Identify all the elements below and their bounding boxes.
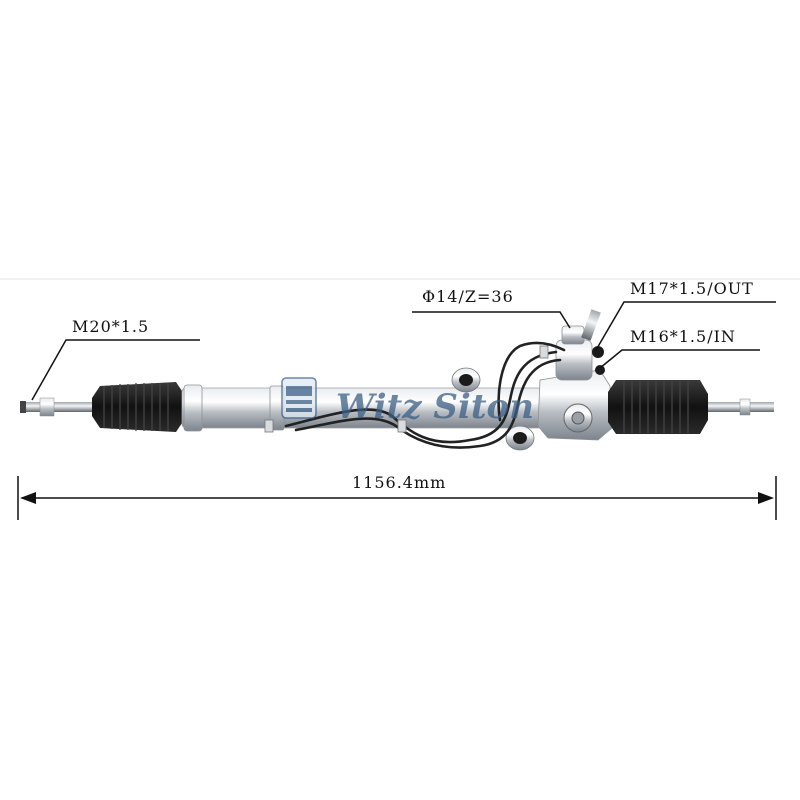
left-rod-tip bbox=[20, 401, 26, 413]
label-in-port: M16*1.5/IN bbox=[630, 327, 736, 346]
steering-rack bbox=[20, 309, 774, 451]
right-boot bbox=[608, 380, 708, 434]
tube-collar-left bbox=[183, 384, 203, 432]
label-pinion: Φ14/Z=36 bbox=[422, 287, 514, 306]
callout-left-thread: M20*1.5 bbox=[31, 317, 200, 401]
watermark: Witz Siton bbox=[281, 377, 534, 427]
arrow-left-icon bbox=[20, 492, 36, 504]
in-port-fitting bbox=[595, 365, 605, 375]
out-port-fitting bbox=[592, 346, 604, 358]
watermark-logo bbox=[281, 377, 317, 419]
label-left-thread: M20*1.5 bbox=[72, 317, 149, 336]
callout-out-port: M17*1.5/OUT bbox=[595, 279, 776, 351]
left-boot bbox=[92, 382, 184, 432]
hydraulic-pipes bbox=[284, 341, 566, 449]
dimension-line: 1156.4mm bbox=[17, 473, 777, 520]
callout-pinion: Φ14/Z=36 bbox=[412, 287, 571, 329]
photo-band bbox=[0, 278, 800, 280]
left-thread-nut bbox=[39, 397, 55, 417]
callout-in-port: M16*1.5/IN bbox=[599, 327, 760, 369]
right-thread-nut bbox=[739, 398, 751, 416]
label-overall-length: 1156.4mm bbox=[352, 473, 446, 492]
valve-housing bbox=[537, 309, 613, 441]
mounting-bushing-top bbox=[451, 367, 481, 393]
label-out-port: M17*1.5/OUT bbox=[630, 279, 754, 298]
arrow-right-icon bbox=[758, 492, 774, 504]
mounting-bushing-bottom bbox=[505, 425, 535, 451]
left-tie-rod bbox=[22, 402, 92, 412]
pipe-clips bbox=[264, 345, 549, 433]
watermark-text: Witz Siton bbox=[336, 387, 534, 427]
pinion-shaft bbox=[581, 309, 601, 341]
